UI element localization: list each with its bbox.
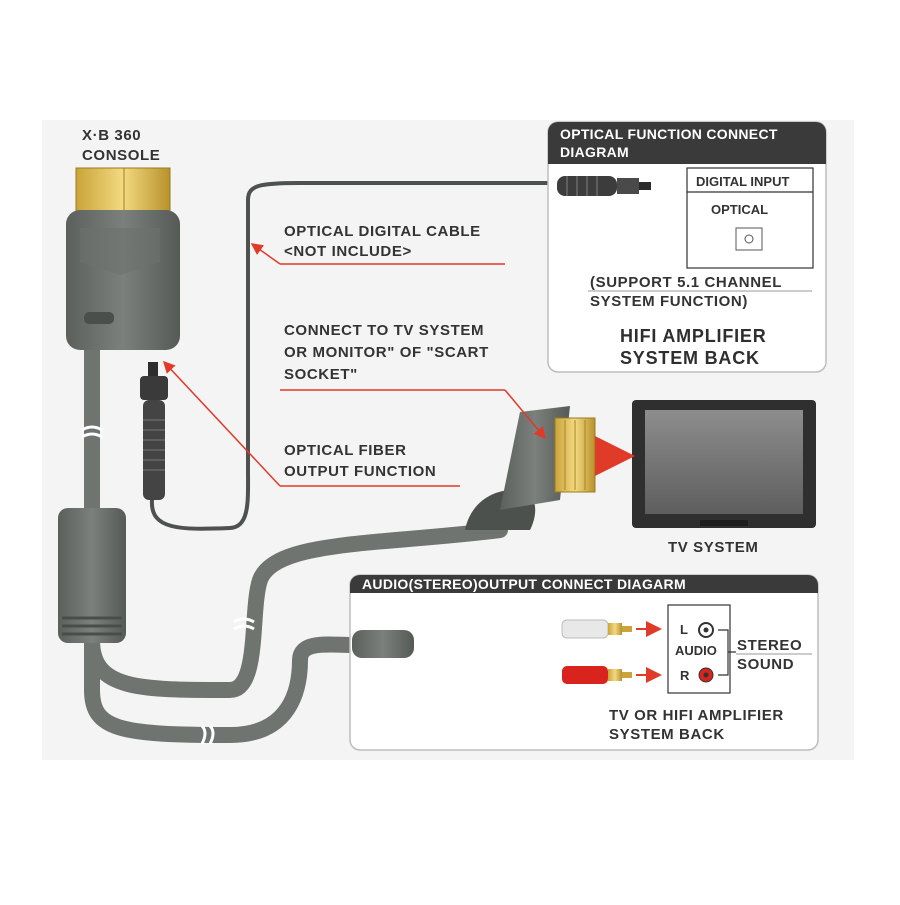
tv-illustration <box>632 400 816 528</box>
tv-label: TV SYSTEM <box>668 539 758 556</box>
scart-label-line3: SOCKET" <box>284 366 358 383</box>
tv-amp-line1: TV OR HIFI AMPLIFIER <box>609 707 784 724</box>
fiber-label-line2: OUTPUT FUNCTION <box>284 463 436 480</box>
scart-label-line2: OR MONITOR" OF "SCART <box>284 344 489 361</box>
port-l-label: L <box>680 622 688 637</box>
scart-plug <box>465 406 596 530</box>
toslink-plug-console <box>140 362 168 500</box>
fiber-arrow <box>162 360 281 487</box>
scart-arrow <box>504 389 546 440</box>
support-line1: (SUPPORT 5.1 CHANNEL <box>590 274 782 291</box>
audio-panel: AUDIO(STEREO)OUTPUT CONNECT DIAGARM L AU… <box>349 574 819 751</box>
optical-cable-label-line1: OPTICAL DIGITAL CABLE <box>284 223 481 240</box>
amp-line1: HIFI AMPLIFIER <box>620 326 767 346</box>
optical-panel: OPTICAL FUNCTION CONNECT DIAGRAM DIGITAL… <box>547 121 827 373</box>
console-connector <box>66 167 180 350</box>
console-label-line1: X·B 360 <box>82 127 141 144</box>
digital-input-box <box>686 167 814 269</box>
cable-break-marks <box>81 425 255 745</box>
console-label-line2: CONSOLE <box>82 147 160 164</box>
optical-port-icon <box>735 227 763 251</box>
optical-label: OPTICAL <box>711 202 768 217</box>
optical-cable-label-line2: <NOT INCLUDE> <box>284 243 412 260</box>
ferrite-core <box>58 508 126 643</box>
rca-splitter <box>352 630 414 658</box>
fiber-label-line1: OPTICAL FIBER <box>284 442 407 459</box>
port-r-label: R <box>680 668 690 683</box>
audio-port-box <box>667 604 731 694</box>
tv-amp-line2: SYSTEM BACK <box>609 726 725 743</box>
rca-plug-red <box>562 666 632 684</box>
amp-line2: SYSTEM BACK <box>620 348 760 368</box>
toslink-plug-icon <box>557 176 651 196</box>
optical-panel-title-line1: OPTICAL FUNCTION CONNECT <box>560 126 778 142</box>
audio-panel-title: AUDIO(STEREO)OUTPUT CONNECT DIAGARM <box>362 576 686 592</box>
rca-plug-white <box>561 619 632 639</box>
support-line2: SYSTEM FUNCTION) <box>590 293 748 310</box>
stereo-line2: SOUND <box>737 656 794 673</box>
stereo-line1: STEREO <box>737 637 802 654</box>
digital-input-label: DIGITAL INPUT <box>696 174 789 189</box>
optical-panel-title-line2: DIAGRAM <box>560 144 629 160</box>
scart-label-line1: CONNECT TO TV SYSTEM <box>284 322 484 339</box>
ferrite-ridges <box>62 616 122 636</box>
optical-port-hole <box>744 234 754 244</box>
optical-cable-arrow <box>250 243 281 265</box>
port-audio-label: AUDIO <box>675 643 717 658</box>
